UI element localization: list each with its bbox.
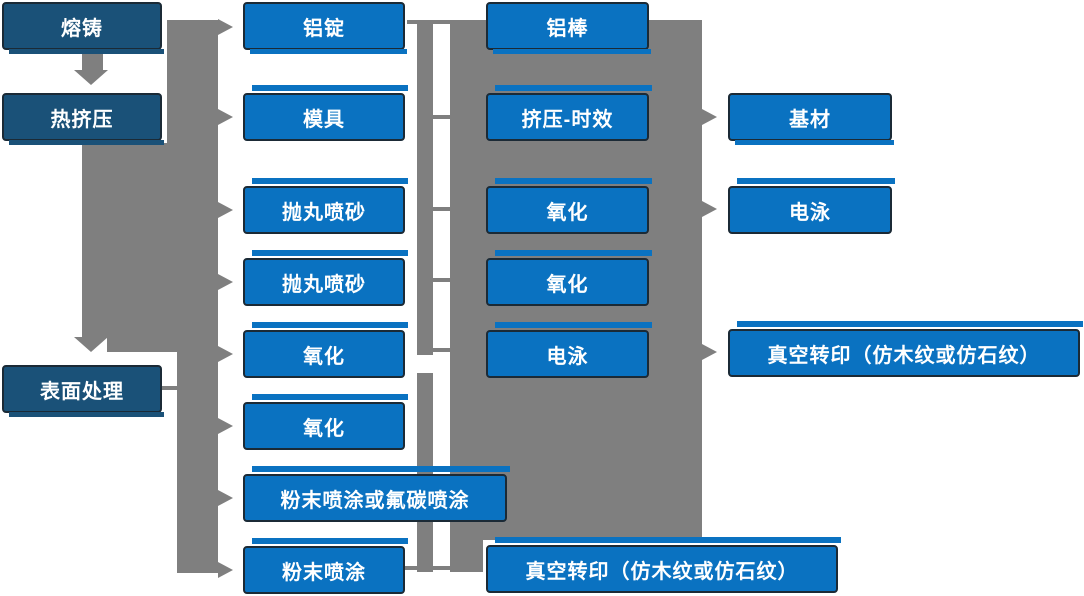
arrow-to-electrophoresis-col4 — [702, 201, 717, 217]
arrow-down-to-surface-treatment — [74, 337, 108, 352]
node-surface-treatment: 表面处理 — [2, 365, 164, 417]
connector-rung-row2 — [433, 115, 450, 119]
node-vacuum-transfer-bottom: 真空转印（仿木纹或仿石纹） — [486, 537, 841, 593]
connector-rung-row5 — [433, 348, 450, 352]
node-aluminum-ingot: 铝锭 — [243, 2, 407, 54]
connector-down-shaft — [82, 50, 103, 72]
connector-left-rect — [107, 143, 218, 352]
connector-left-band-top — [167, 20, 218, 143]
connector-rung-row3 — [433, 207, 450, 211]
node-extrusion-aging: 挤压-时效 — [486, 85, 652, 141]
arrow-to-oxidation-2 — [218, 418, 233, 434]
node-base-material: 基材 — [728, 93, 894, 145]
node-aluminum-rod: 铝棒 — [486, 2, 651, 54]
node-powder-or-fluorocarbon: 粉末喷涂或氟碳喷涂 — [243, 466, 510, 522]
connector-mid-strip-lower — [417, 373, 433, 572]
connector-mid-strip-upper — [417, 20, 433, 355]
node-shot-blasting-2: 抛丸喷砂 — [243, 250, 408, 306]
arrow-to-base-material — [702, 109, 717, 125]
connector-rung-bottom — [405, 566, 450, 570]
node-powder-coating: 粉末喷涂 — [243, 538, 408, 594]
node-hot-extrusion: 热挤压 — [2, 93, 164, 145]
node-oxidation-c3-1: 氧化 — [486, 178, 652, 234]
arrow-to-aluminum-ingot — [218, 19, 233, 35]
node-mold: 模具 — [243, 85, 408, 141]
arrow-to-powder-or-fluorocarbon — [218, 490, 233, 506]
connector-left-rect-edge — [82, 143, 107, 337]
node-shot-blasting-1: 抛丸喷砂 — [243, 178, 408, 234]
arrow-to-shot-blasting-1 — [218, 202, 233, 218]
node-oxidation-c3-2: 氧化 — [486, 250, 652, 306]
arrow-to-shot-blasting-2 — [218, 274, 233, 290]
node-electrophoresis-c3: 电泳 — [486, 322, 652, 378]
arrow-to-mold — [218, 109, 233, 125]
arrow-to-powder-coating — [218, 562, 233, 578]
arrow-to-oxidation-1 — [218, 346, 233, 362]
node-electrophoresis-c4: 电泳 — [728, 178, 895, 234]
arrow-down-to-hot-extrusion — [74, 70, 108, 85]
node-oxidation-c2-1: 氧化 — [243, 322, 408, 378]
connector-surface-treatment-link — [162, 386, 178, 390]
node-melting: 熔铸 — [2, 2, 164, 54]
connector-rung-row4 — [433, 278, 450, 282]
connector-center-rect-foot — [450, 540, 483, 572]
connector-left-strip-bottom — [177, 352, 218, 573]
arrow-to-vacuum-transfer-col4 — [702, 344, 717, 360]
node-vacuum-transfer-right: 真空转印（仿木纹或仿石纹） — [728, 321, 1083, 377]
connector-rung-row1 — [407, 20, 450, 24]
node-oxidation-c2-2: 氧化 — [243, 394, 408, 450]
